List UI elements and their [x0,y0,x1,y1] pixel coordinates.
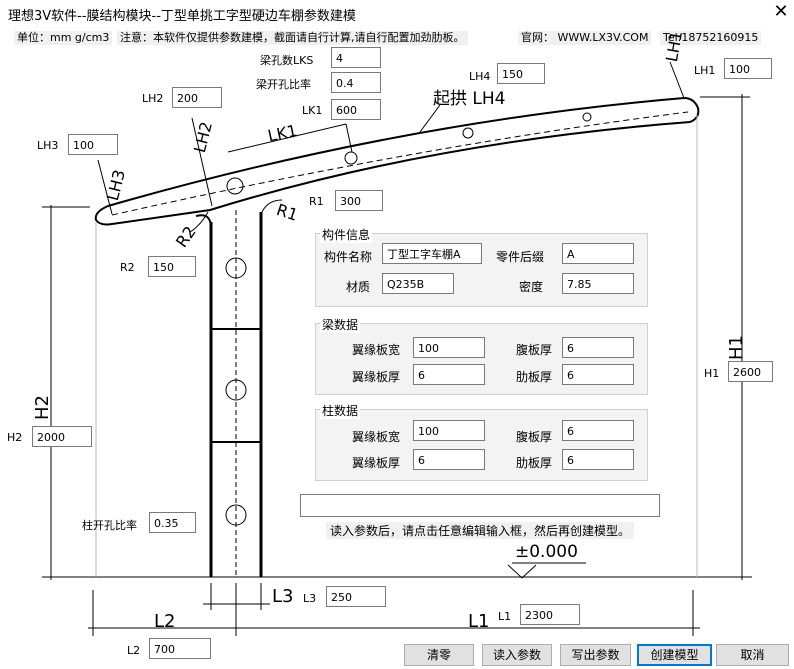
status-field[interactable] [300,494,660,517]
column-data-group-label: 柱数据 [320,402,361,419]
lh4-label: LH4 [469,70,491,83]
component-suffix-label: 零件后缀 [496,250,545,264]
h2-label: H2 [7,431,23,444]
lh3-label: LH3 [37,139,59,152]
lh3-input[interactable]: 100 [68,134,118,155]
density-input[interactable]: 7.85 [562,273,634,294]
lh2-input[interactable]: 200 [172,87,222,108]
density-label: 密度 [519,280,544,294]
beam-flange-thk-input[interactable]: 6 [413,364,485,385]
notice-label: 注意：本软件仅提供参数建模，截面请自行计算,请自行配置加劲肋板。 [117,31,468,45]
beam-data-group-label: 梁数据 [320,316,361,333]
cancel-button[interactable]: 取消 [716,644,789,666]
website-label: 官网： WWW.LX3V.COM [518,31,652,45]
l1-input[interactable]: 2300 [520,604,580,625]
lks-input[interactable]: 4 [331,47,381,68]
lh2-label: LH2 [142,92,164,105]
component-group-label: 构件信息 [320,226,373,243]
window-title: 理想3V软件--膜结构模块--丁型单挑工字型硬边车棚参数建模 [8,9,356,24]
h1-input[interactable]: 2600 [728,361,773,382]
lh1-label: LH1 [694,64,716,77]
beam-hole-ratio-label: 梁开孔比率 [256,78,311,91]
beam-flange-thk-label: 翼缘板厚 [352,370,401,384]
component-name-label: 构件名称 [324,250,373,264]
l2-dim-label: L2 [154,611,176,632]
status-hint: 读入参数后，请点击任意编辑输入框，然后再创建模型。 [326,522,635,539]
r1-label: R1 [309,195,324,208]
column-web-thk-label: 腹板厚 [516,430,553,444]
column-flange-width-input[interactable]: 100 [413,420,485,441]
write-params-button[interactable]: 写出参数 [560,644,631,666]
beam-flange-width-label: 翼缘板宽 [352,343,401,357]
beam-rib-thk-input[interactable]: 6 [562,364,634,385]
column-rib-thk-label: 肋板厚 [516,456,553,470]
l3-input[interactable]: 250 [326,586,386,607]
elevation-label: ±0.000 [515,542,578,562]
h1-dim-label: H1 [726,335,747,360]
lk1-label: LK1 [302,104,323,117]
r1-input[interactable]: 300 [335,190,383,211]
beam-hole-ratio-input[interactable]: 0.4 [331,72,381,93]
clear-button[interactable]: 清零 [404,644,474,666]
h1-label: H1 [704,367,720,380]
beam-web-thk-label: 腹板厚 [516,343,553,357]
column-flange-thk-label: 翼缘板厚 [352,456,401,470]
beam-rib-thk-label: 肋板厚 [516,370,553,384]
column-web-thk-input[interactable]: 6 [562,420,634,441]
lk1-input[interactable]: 600 [331,99,381,120]
l2-input[interactable]: 700 [149,638,211,659]
close-icon[interactable]: ✕ [773,1,789,22]
tel-label: Tel:18752160915 [660,31,762,45]
beam-web-thk-input[interactable]: 6 [562,337,634,358]
create-model-button[interactable]: 创建模型 [637,644,712,666]
l2-label: L2 [127,644,141,657]
l3-dim-label: L3 [272,586,294,607]
lh1-input[interactable]: 100 [724,58,772,79]
l1-label: L1 [498,610,512,623]
lh4-input[interactable]: 150 [497,63,545,84]
r2-input[interactable]: 150 [148,256,196,277]
read-params-button[interactable]: 读入参数 [482,644,552,666]
material-input[interactable]: Q235B [382,273,454,294]
l1-dim-label: L1 [468,611,490,632]
r2-label: R2 [120,261,135,274]
h2-dim-label: H2 [32,395,53,420]
column-flange-thk-input[interactable]: 6 [413,449,485,470]
lks-label: 梁孔数LKS [260,54,314,67]
l3-label: L3 [303,592,317,605]
col-hole-ratio-input[interactable]: 0.35 [149,512,196,533]
col-hole-ratio-label: 柱开孔比率 [82,519,137,532]
arch-label: 起拱 LH4 [433,89,506,109]
component-name-input[interactable]: 丁型工字车棚A [382,243,482,264]
units-label: 单位：mm g/cm3 [14,31,113,45]
column-rib-thk-input[interactable]: 6 [562,449,634,470]
material-label: 材质 [346,280,371,294]
h2-input[interactable]: 2000 [32,426,92,447]
component-suffix-input[interactable]: A [562,243,634,264]
column-flange-width-label: 翼缘板宽 [352,430,401,444]
beam-flange-width-input[interactable]: 100 [413,337,485,358]
